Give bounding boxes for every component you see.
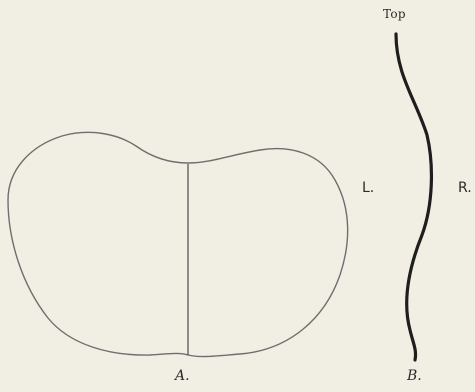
figure-a-caption: A. <box>175 368 190 384</box>
profile-curve <box>396 34 431 360</box>
cross-section-outline <box>8 132 348 356</box>
top-label: Top <box>383 7 406 21</box>
left-side-label: L. <box>362 180 374 196</box>
right-side-label: R. <box>458 180 472 196</box>
figure-b-caption: B. <box>407 368 422 384</box>
